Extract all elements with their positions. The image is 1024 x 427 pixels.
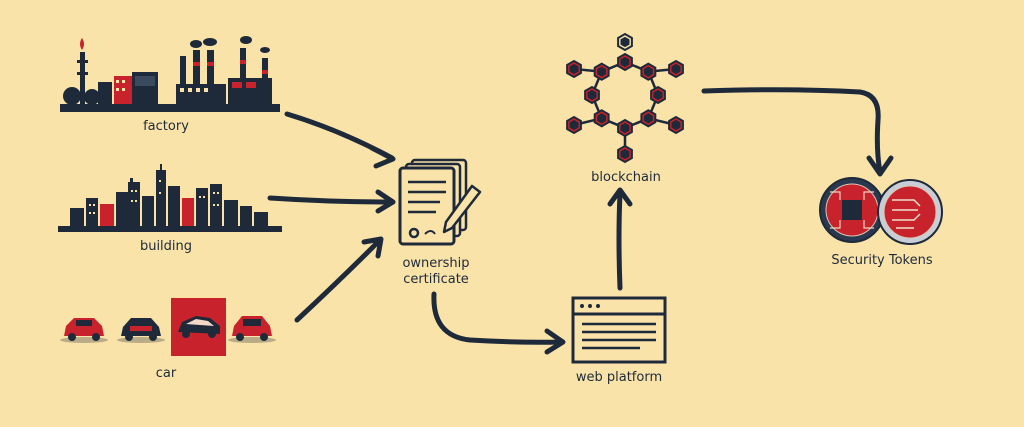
blockchain-icon: [566, 32, 684, 164]
certificate-label-line2: certificate: [403, 272, 469, 287]
car-label: car: [155, 366, 177, 381]
car-icon: [60, 298, 276, 356]
factory-label: factory: [143, 119, 189, 134]
arrow-car-to-certificate-head: [361, 236, 384, 259]
arrow-certificate-to-web-platform-head: [544, 328, 566, 355]
certificate-label-line1: ownership: [402, 256, 470, 271]
certificate-icon: [398, 158, 482, 246]
certificate-label: ownership certificate: [380, 256, 492, 288]
arrow-factory-to-certificate-head: [369, 145, 396, 169]
blockchain-label: blockchain: [591, 170, 661, 185]
arrow-blockchain-to-tokens: [701, 87, 883, 175]
web-platform-icon: [571, 296, 667, 364]
arrow-building-to-certificate: [267, 195, 395, 205]
arrow-car-to-certificate: [294, 237, 383, 323]
security-tokens-label: Security Tokens: [831, 253, 933, 268]
arrow-blockchain-to-tokens-head: [866, 155, 894, 177]
arrow-certificate-to-web-platform: [431, 291, 564, 345]
factory-icon: [60, 36, 280, 112]
connector-arrows: [267, 87, 894, 355]
web-platform-label: web platform: [575, 370, 663, 385]
building-label: building: [139, 239, 193, 254]
building-icon: [58, 164, 282, 232]
security-tokens-icon: [819, 177, 943, 245]
arrow-web-platform-to-blockchain-head: [607, 187, 633, 207]
arrow-building-to-certificate-head: [375, 189, 396, 214]
arrow-web-platform-to-blockchain: [616, 191, 623, 291]
